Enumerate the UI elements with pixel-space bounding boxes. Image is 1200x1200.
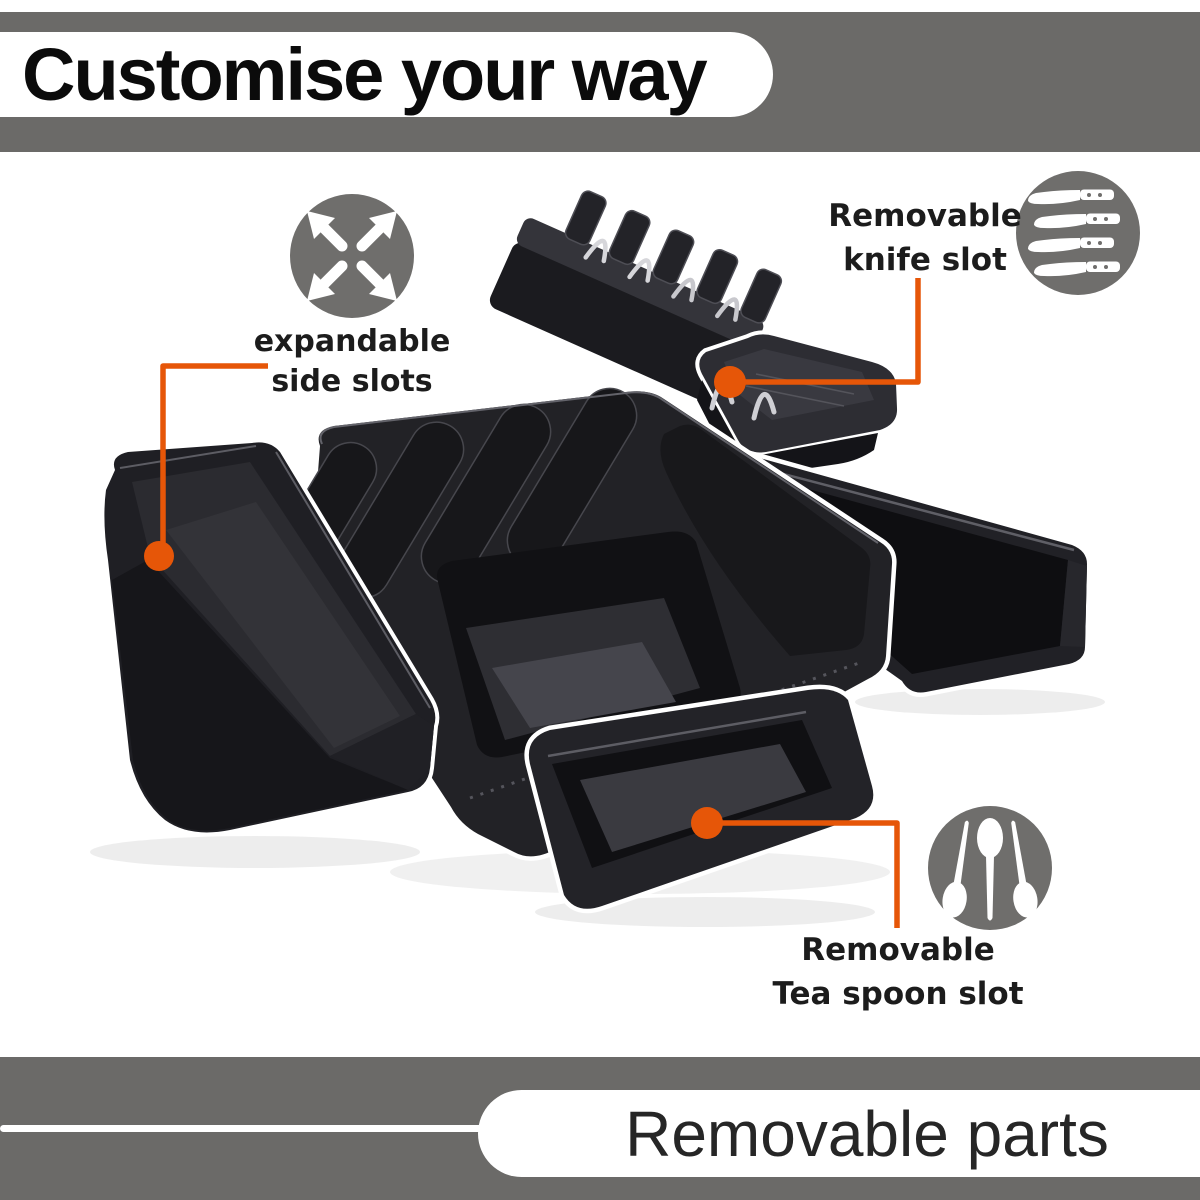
knife-set-icon: [1016, 171, 1140, 295]
expand-arrows-icon: [290, 194, 414, 318]
knife-connector-line: [732, 278, 921, 385]
page-title: Customise your way: [22, 33, 708, 116]
expandable-label-line2: side slots: [271, 364, 433, 399]
divider-line: [0, 1125, 492, 1132]
main-cutlery-tray: [254, 386, 897, 861]
metal-clip: [671, 277, 696, 303]
footer-label: Removable parts: [625, 1097, 1109, 1170]
teaspoon-marker-dot: [691, 807, 723, 839]
metal-clip: [751, 392, 777, 421]
callout-dots: [144, 366, 746, 839]
expandable-label-line1: expandable: [253, 324, 451, 359]
left-side-tray: [100, 438, 440, 837]
knife-label-line1: Removable: [828, 198, 1022, 234]
metal-clip: [583, 238, 608, 264]
teaspoon-label-line2: Tea spoon slot: [772, 976, 1024, 1012]
cutlery-slots: [254, 387, 638, 611]
teaspoons-icon: [928, 806, 1052, 930]
side-compartment: [660, 424, 871, 656]
metal-clip: [627, 258, 652, 283]
knife-marker-dot: [714, 366, 746, 398]
expandable-marker-dot: [144, 541, 174, 571]
metal-clip: [715, 297, 740, 322]
knife-block: [489, 190, 902, 477]
expandable-side-slots-label: expandable side slots: [202, 322, 502, 402]
footer-pill: Removable parts: [478, 1090, 1200, 1177]
removable-teaspoon-slot-label: Removable Tea spoon slot: [748, 928, 1048, 1016]
knife-label-line2: knife slot: [843, 242, 1007, 278]
front-compartment: [436, 531, 741, 758]
title-pill: Customise your way: [0, 32, 773, 117]
callout-connectors: [160, 278, 921, 928]
teaspoon-label-line1: Removable: [801, 932, 995, 968]
removable-knife-slot-label: Removable knife slot: [775, 194, 1075, 282]
tea-spoon-tray: [524, 684, 878, 914]
expandable-connector-line: [160, 363, 268, 548]
bottom-banner: Removable parts: [0, 1057, 1200, 1200]
teaspoon-connector-line: [708, 820, 900, 928]
top-banner: Customise your way: [0, 12, 1200, 152]
